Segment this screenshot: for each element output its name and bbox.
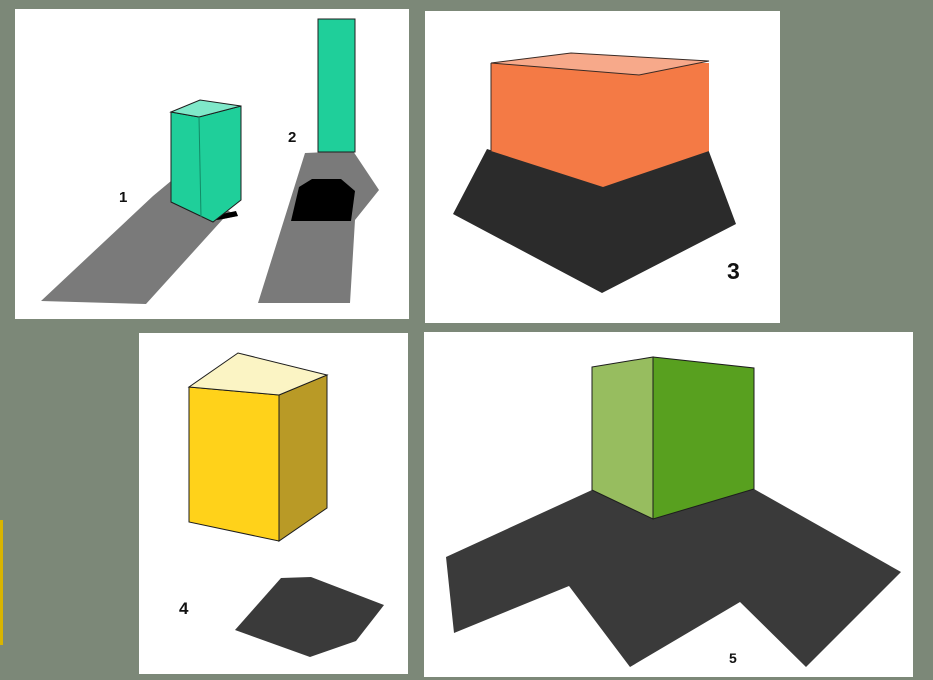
panel-green-cube: 5 bbox=[424, 332, 913, 677]
panel-shadow-prisms: 1 2 bbox=[15, 9, 409, 319]
orange-cube-figure: 3 bbox=[425, 11, 780, 323]
figure-label-3: 3 bbox=[727, 258, 740, 284]
figure-label-2: 2 bbox=[288, 129, 296, 146]
prism1-front bbox=[171, 106, 241, 222]
yellow-box-figure: 4 bbox=[139, 333, 408, 674]
figure-label-5: 5 bbox=[729, 650, 737, 666]
left-edge-accent bbox=[0, 520, 3, 645]
panel-orange-cube: 3 bbox=[425, 11, 780, 323]
green-cube-left-face bbox=[592, 357, 653, 519]
prism2-shadow bbox=[258, 151, 379, 303]
panel-yellow-box: 4 bbox=[139, 333, 408, 674]
yellow-box-front bbox=[189, 387, 279, 541]
figure-label-1: 1 bbox=[119, 189, 127, 206]
figure-label-4: 4 bbox=[179, 599, 189, 618]
yellow-box-side bbox=[279, 375, 327, 541]
prisms-figure: 1 2 bbox=[15, 9, 409, 319]
prism2-body bbox=[318, 19, 355, 152]
green-cube-figure: 5 bbox=[424, 332, 913, 677]
yellow-box-shadow bbox=[235, 577, 384, 657]
green-cube-shadow bbox=[446, 489, 901, 667]
